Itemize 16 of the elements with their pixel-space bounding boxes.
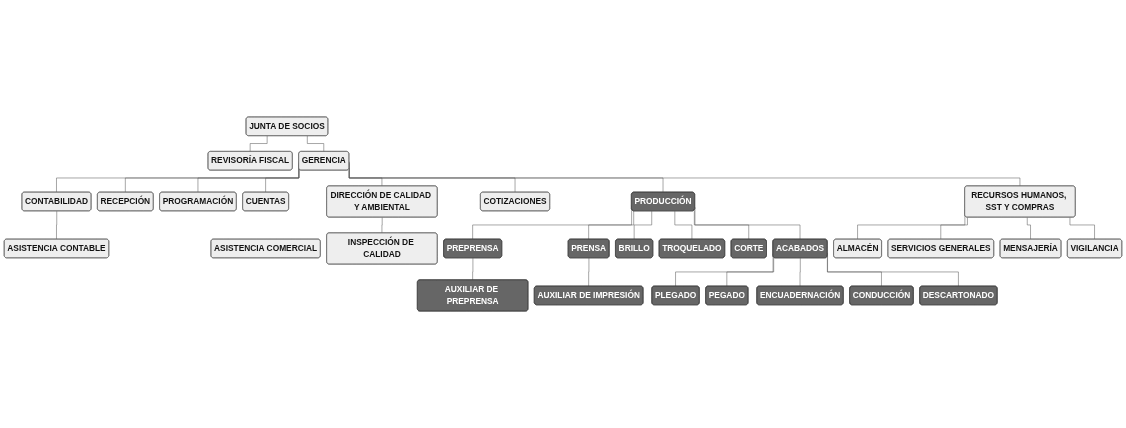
connector bbox=[472, 257, 474, 281]
connector bbox=[633, 210, 652, 240]
connector bbox=[940, 217, 968, 240]
connector bbox=[1069, 217, 1096, 240]
connector bbox=[381, 217, 383, 234]
connector bbox=[249, 135, 268, 152]
connector bbox=[56, 210, 57, 240]
connector bbox=[1027, 217, 1032, 240]
connector bbox=[799, 257, 801, 287]
connector bbox=[588, 257, 590, 287]
connector bbox=[348, 168, 383, 187]
connector bbox=[265, 168, 300, 193]
connector bbox=[726, 257, 774, 287]
connector bbox=[307, 135, 325, 152]
connector bbox=[674, 210, 693, 240]
connector bbox=[588, 210, 634, 240]
